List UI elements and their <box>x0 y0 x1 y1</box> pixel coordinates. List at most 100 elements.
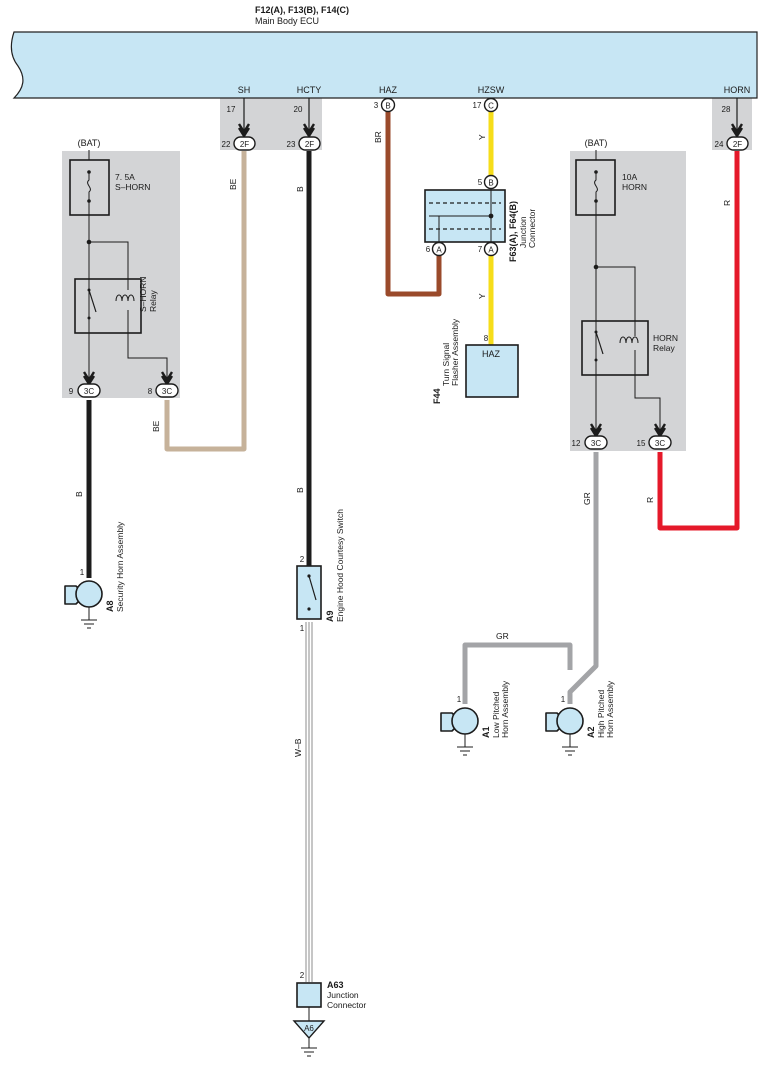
flasher-name-2: Flasher Assembly <box>450 318 460 386</box>
pin-3c-12: 12 <box>572 439 581 448</box>
ecu-terminal-sh: SH <box>238 85 251 95</box>
high-horn-code: A2 <box>586 726 596 738</box>
svg-text:3C: 3C <box>162 387 172 396</box>
wire-label-br: BR <box>373 131 383 143</box>
relay-left-type: Relay <box>148 290 158 312</box>
fuse-right-rating: 10A <box>622 172 637 182</box>
a63-code: A63 <box>327 980 344 990</box>
svg-text:B: B <box>385 102 390 111</box>
pin-high-horn: 1 <box>561 695 566 704</box>
fuse-left-rating: 7. 5A <box>115 172 135 182</box>
wire-gr-high <box>567 452 599 704</box>
pin-jb-horn: 24 <box>715 140 724 149</box>
wire-label-r-lower: R <box>645 497 655 503</box>
wire-label-r-upper: R <box>722 200 732 206</box>
wire-label-wb: W–B <box>293 738 303 757</box>
flasher-code: F44 <box>432 388 442 404</box>
wire-label-be-upper: BE <box>228 178 238 190</box>
svg-text:3C: 3C <box>591 439 601 448</box>
flasher-terminal: HAZ <box>482 349 501 359</box>
wire-label-gr-vertical: GR <box>582 492 592 505</box>
main-body-ecu <box>10 31 758 99</box>
fuse-left-name: S–HORN <box>115 182 150 192</box>
connector-2f-hcty: 2F <box>298 123 321 151</box>
fuse-right-name: HORN <box>622 182 647 192</box>
a63-name-1: Junction <box>327 990 359 1000</box>
wire-right-coil-out <box>634 350 661 432</box>
security-horn <box>64 580 103 629</box>
hood-switch-name: Engine Hood Courtesy Switch <box>335 509 345 622</box>
pin-ecu-horn: 28 <box>722 105 731 114</box>
pin-jb-sh: 22 <box>222 140 231 149</box>
pin-3c-9: 9 <box>69 387 74 396</box>
high-horn-name-1: High Pitched <box>596 690 606 738</box>
high-horn-name-2: Horn Assembly <box>605 680 615 738</box>
pin-junction-7: 7 <box>478 245 483 254</box>
junction-block-right <box>570 151 686 451</box>
svg-text:A: A <box>436 246 442 255</box>
connector-3c-left-relay: 3C <box>155 371 179 398</box>
ecu-terminal-hcty: HCTY <box>297 85 322 95</box>
svg-text:2F: 2F <box>305 140 314 149</box>
wire-label-b-hood-lower: B <box>295 487 305 493</box>
svg-text:A6: A6 <box>304 1024 314 1033</box>
wire-label-y-upper: Y <box>477 134 487 140</box>
svg-text:2F: 2F <box>733 140 742 149</box>
pin-ecu-hzsw: 17 <box>473 101 482 110</box>
svg-text:2F: 2F <box>240 140 249 149</box>
relay-s-horn <box>74 278 142 334</box>
bat-right-label: (BAT) <box>585 138 608 148</box>
turn-signal-flasher <box>465 344 519 398</box>
wire-label-b-hood-upper: B <box>295 186 305 192</box>
connector-3c-right-out: 3C <box>584 423 608 450</box>
connector-2f-sh: 2F <box>233 123 256 151</box>
connector-junction-br: A <box>483 241 499 257</box>
ecu-connector-codes: F12(A), F13(B), F14(C) <box>255 5 349 15</box>
pin-jb-hcty: 23 <box>287 140 296 149</box>
ecu-terminal-haz: HAZ <box>379 85 398 95</box>
wire-label-gr-horizontal: GR <box>496 631 509 641</box>
ground-point-a6: A6 <box>292 1020 326 1057</box>
connector-ecu-haz: B <box>380 97 396 113</box>
flasher-name-1: Turn Signal <box>441 343 451 386</box>
wire-left-coil-feed <box>89 241 129 290</box>
wire-label-b-security: B <box>74 491 84 497</box>
relay-right-type: Relay <box>653 343 675 353</box>
pin-junction-5: 5 <box>478 178 483 187</box>
junction-connector-f63-f64 <box>424 189 506 243</box>
pin-ecu-hcty: 20 <box>294 105 303 114</box>
a63-name-2: Connector <box>327 1000 366 1010</box>
pin-low-horn: 1 <box>457 695 462 704</box>
bat-left-label: (BAT) <box>78 138 101 148</box>
relay-right-name: HORN <box>653 333 678 343</box>
svg-text:3C: 3C <box>655 439 665 448</box>
pin-ecu-haz: 3 <box>374 101 379 110</box>
wire-br <box>385 112 442 297</box>
wire-label-y-lower: Y <box>477 293 487 299</box>
junction-connector-a63 <box>296 982 322 1008</box>
svg-text:A: A <box>488 246 494 255</box>
ecu-terminal-hzsw: HZSW <box>478 85 505 95</box>
junction-block-left <box>62 151 180 398</box>
wire-gr-low <box>462 642 573 704</box>
hood-switch-code: A9 <box>325 610 335 622</box>
junction-code: F63(A), F64(B) <box>508 201 518 262</box>
low-horn-code: A1 <box>481 726 491 738</box>
pin-junction-6: 6 <box>426 245 431 254</box>
connector-3c-right-relay: 3C <box>648 423 672 450</box>
wire-left-coil-out <box>127 310 168 380</box>
ecu-terminal-horn: HORN <box>724 85 751 95</box>
low-pitched-horn <box>440 707 479 756</box>
security-horn-name: Security Horn Assembly <box>115 521 125 612</box>
low-horn-name-1: Low Pitched <box>491 691 501 738</box>
connector-junction-top: B <box>483 174 499 190</box>
pin-hood-1: 1 <box>300 624 305 633</box>
svg-text:C: C <box>488 102 494 111</box>
pin-flasher-8: 8 <box>484 334 489 343</box>
pin-security-horn: 1 <box>80 568 85 577</box>
ecu-name: Main Body ECU <box>255 16 319 26</box>
connector-junction-bl: A <box>431 241 447 257</box>
wire-r <box>657 151 740 531</box>
engine-hood-courtesy-switch <box>296 565 322 620</box>
